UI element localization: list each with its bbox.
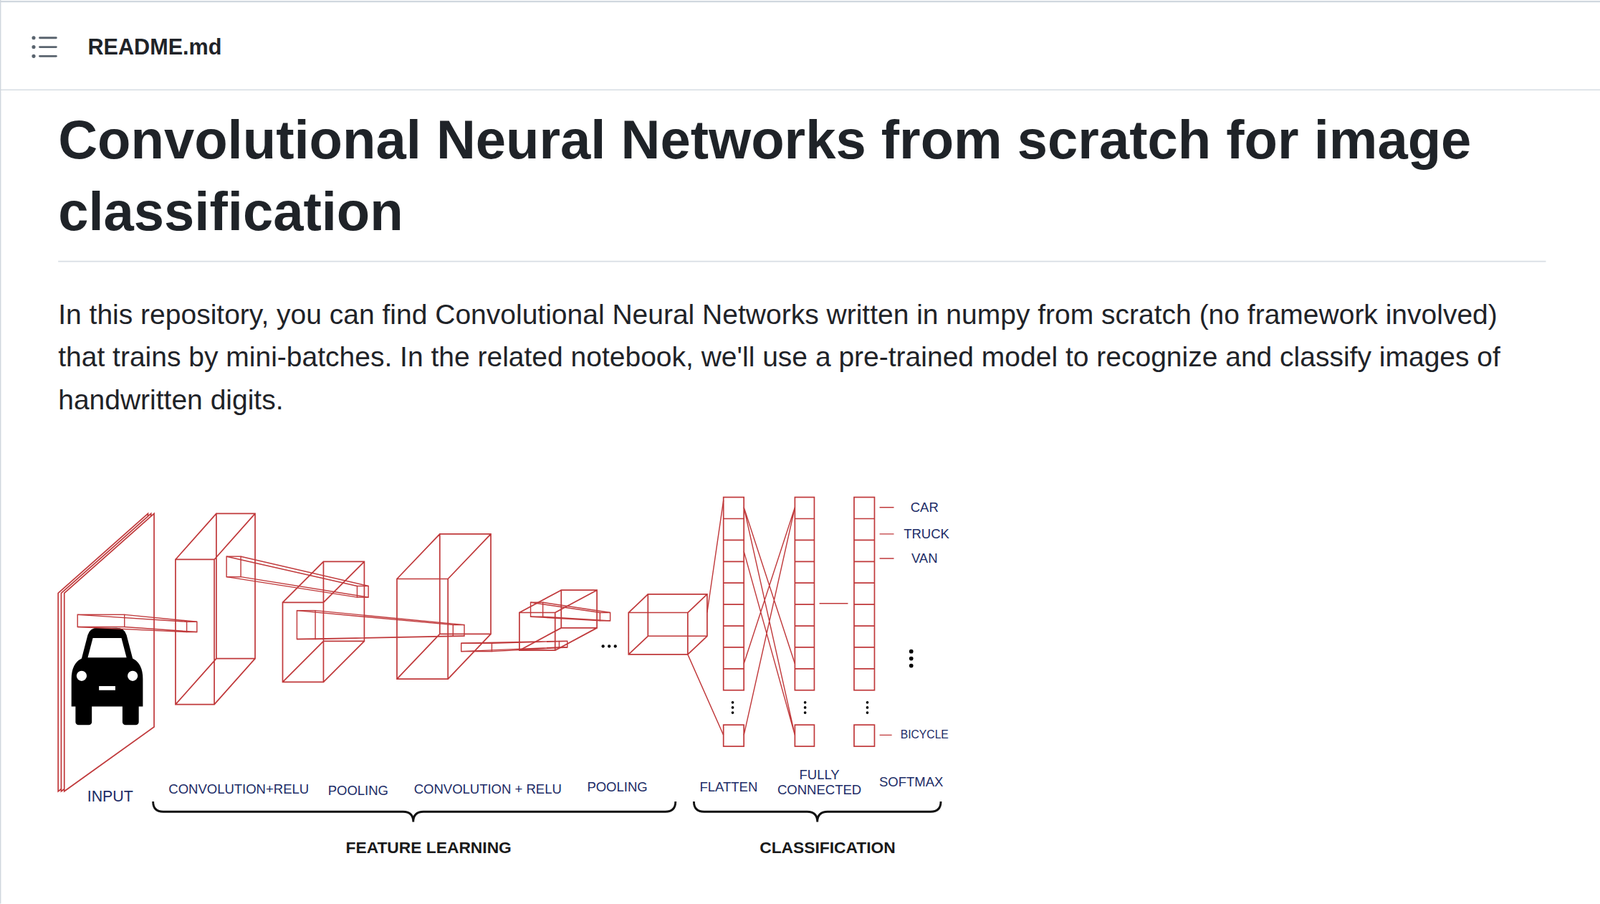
input-planes (58, 513, 155, 791)
group-label: FEATURE LEARNING (346, 837, 512, 857)
class-label: CAR (910, 499, 939, 515)
class-label: BICYCLE (900, 727, 949, 741)
intro-paragraph: In this repository, you can find Convolu… (58, 293, 1546, 422)
stage-label: POOLING (328, 782, 389, 798)
stage-label: POOLING (586, 778, 648, 794)
class-label: TRUCK (903, 525, 950, 541)
group-label: CLASSIFICATION (759, 837, 896, 857)
stage-label: CONVOLUTION+RELU (168, 781, 309, 797)
list-icon (31, 35, 56, 59)
group-braces (153, 801, 941, 822)
class-label: VAN (911, 550, 938, 566)
stage-label: FLATTEN (699, 778, 758, 794)
stage-label: INPUT (87, 787, 134, 806)
dense-connections (687, 500, 895, 736)
stage-label: SOFTMAX (879, 773, 943, 789)
car-icon (71, 627, 144, 725)
neuron-columns (723, 497, 875, 746)
stage-label: CONVOLUTION + RELU (414, 781, 562, 797)
stage-label: FULLY CONNECTED (773, 766, 866, 798)
feature-volumes (175, 513, 708, 704)
file-name: README.md (88, 34, 223, 60)
page-title: Convolutional Neural Networks from scrat… (58, 103, 1546, 247)
receptive-field-cones (77, 556, 610, 651)
